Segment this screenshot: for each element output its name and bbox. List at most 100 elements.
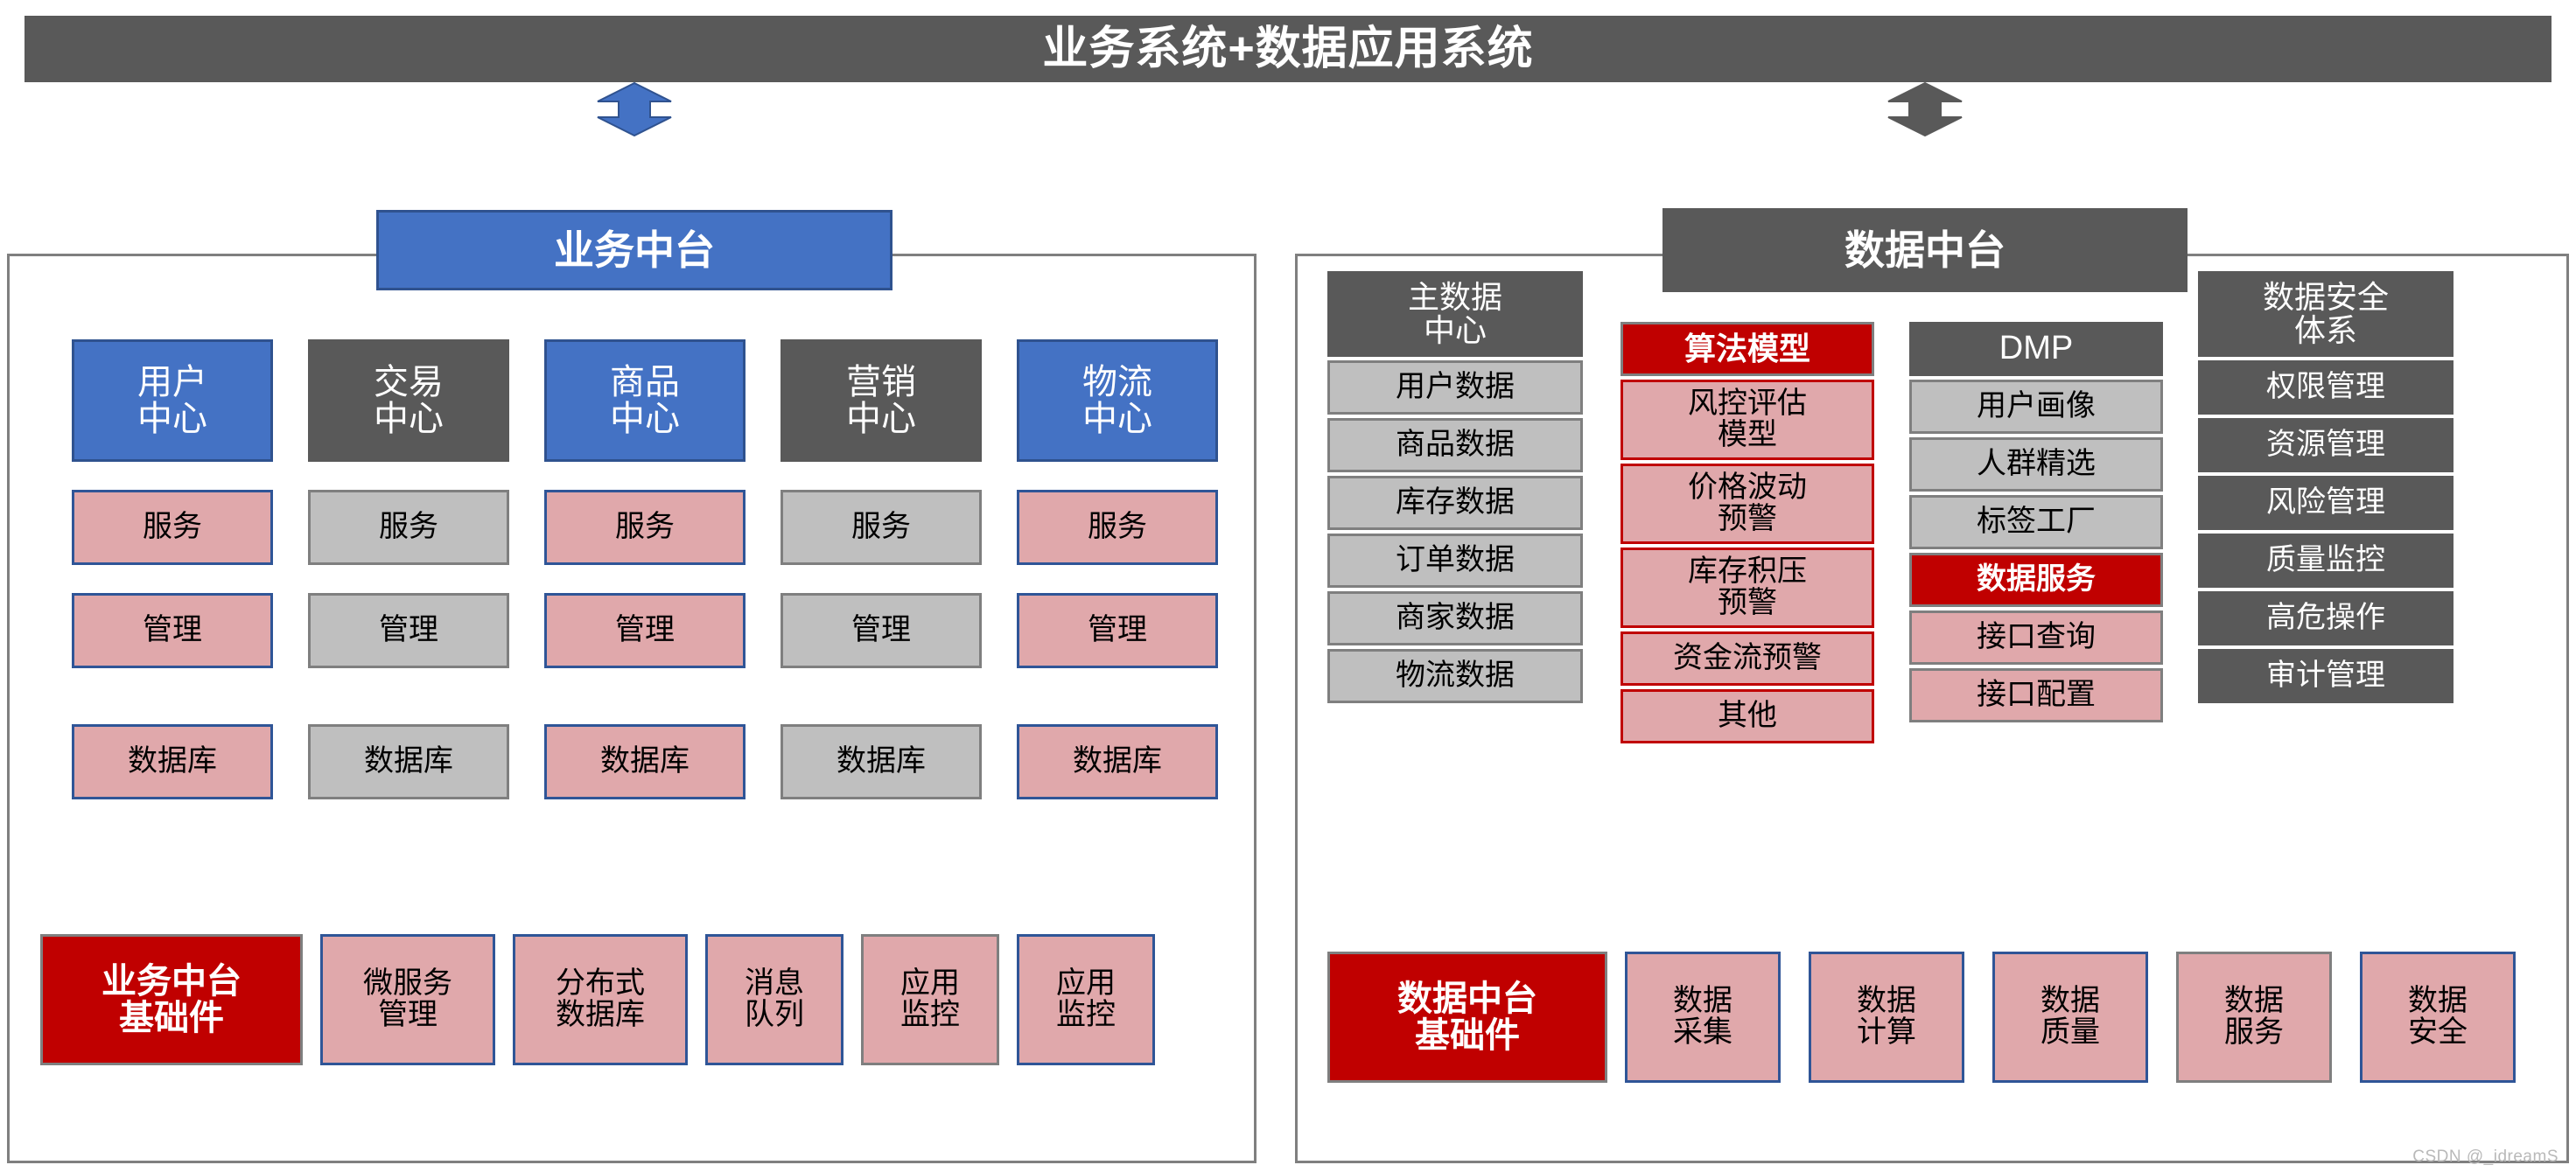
watermark: CSDN @_idreamS (2412, 1148, 2558, 1166)
dmp-item-user-profile[interactable]: 用户画像 (1909, 380, 2163, 434)
data-item-merchant-data[interactable]: 商家数据 (1327, 591, 1583, 645)
dmp-item-audience-selection[interactable]: 人群精选 (1909, 437, 2163, 492)
dmp-item-label: 标签工厂 (1977, 505, 2096, 539)
security-item-audit-management[interactable]: 审计管理 (2198, 649, 2454, 703)
layer-card-service-transaction[interactable]: 服务 (308, 490, 509, 565)
foundation-item-label: 数据 质量 (2040, 984, 2100, 1049)
data-item-label: 商家数据 (1396, 601, 1515, 635)
dmp-item-label: 接口查询 (1977, 620, 2096, 654)
layer-card-label: 数据库 (128, 744, 217, 778)
dmp-item-label: 接口配置 (1977, 678, 2096, 712)
layer-card-label: 数据库 (600, 744, 690, 778)
dmp-item-label: 人群精选 (1977, 447, 2096, 481)
layer-card-database-product[interactable]: 数据库 (544, 724, 746, 799)
center-card-transaction[interactable]: 交易 中心 (308, 339, 509, 462)
foundation-item-label: 消息 队列 (745, 966, 804, 1031)
data-platform-header: 数据中台 (1662, 208, 2188, 292)
dmp-item-interface-query[interactable]: 接口查询 (1909, 610, 2163, 665)
foundation-card-data-platform[interactable]: 数据中台 基础件 (1327, 952, 1607, 1083)
layer-card-service-logistics[interactable]: 服务 (1017, 490, 1218, 565)
layer-card-service-product[interactable]: 服务 (544, 490, 746, 565)
layer-card-service-user[interactable]: 服务 (72, 490, 273, 565)
foundation-item-data-service[interactable]: 数据 服务 (2176, 952, 2332, 1083)
foundation-card-business-platform[interactable]: 业务中台 基础件 (40, 934, 303, 1065)
dmp-item-label: 用户画像 (1977, 389, 2096, 423)
security-item-permission-management[interactable]: 权限管理 (2198, 360, 2454, 415)
layer-card-management-product[interactable]: 管理 (544, 593, 746, 668)
security-item-label: 风险管理 (2266, 485, 2385, 520)
algo-item-label: 其他 (1718, 699, 1777, 733)
layer-card-database-logistics[interactable]: 数据库 (1017, 724, 1218, 799)
foundation-card-data-platform-label: 数据中台 基础件 (1397, 980, 1537, 1055)
layer-card-label: 服务 (143, 510, 202, 544)
security-item-quality-monitoring[interactable]: 质量监控 (2198, 534, 2454, 588)
foundation-item-application-monitoring-2[interactable]: 应用 监控 (1017, 934, 1155, 1065)
data-item-label: 商品数据 (1396, 428, 1515, 462)
data-column-header-dmp[interactable]: DMP (1909, 322, 2163, 376)
layer-card-management-transaction[interactable]: 管理 (308, 593, 509, 668)
center-card-marketing[interactable]: 营销 中心 (780, 339, 982, 462)
layer-card-label: 管理 (1088, 613, 1147, 647)
security-item-resource-management[interactable]: 资源管理 (2198, 418, 2454, 472)
data-item-logistics-data[interactable]: 物流数据 (1327, 649, 1583, 703)
layer-card-management-user[interactable]: 管理 (72, 593, 273, 668)
top-banner: 业务系统+数据应用系统 (24, 16, 2552, 82)
security-item-label: 资源管理 (2266, 428, 2385, 462)
center-card-transaction-label: 交易 中心 (374, 363, 444, 438)
algo-item-other[interactable]: 其他 (1620, 689, 1874, 743)
foundation-item-message-queue[interactable]: 消息 队列 (705, 934, 844, 1065)
dmp-item-tag-factory[interactable]: 标签工厂 (1909, 495, 2163, 549)
layer-card-database-marketing[interactable]: 数据库 (780, 724, 982, 799)
data-column-header-data-security-system[interactable]: 数据安全 体系 (2198, 271, 2454, 357)
dmp-item-interface-config[interactable]: 接口配置 (1909, 668, 2163, 722)
layer-card-management-marketing[interactable]: 管理 (780, 593, 982, 668)
security-item-label: 质量监控 (2266, 543, 2385, 577)
dmp-item-data-service[interactable]: 数据服务 (1909, 553, 2163, 607)
foundation-item-data-security[interactable]: 数据 安全 (2360, 952, 2516, 1083)
layer-card-label: 管理 (379, 613, 438, 647)
foundation-item-data-collection[interactable]: 数据 采集 (1625, 952, 1781, 1083)
foundation-item-data-quality[interactable]: 数据 质量 (1992, 952, 2148, 1083)
layer-card-label: 管理 (143, 613, 202, 647)
layer-card-label: 服务 (851, 510, 911, 544)
business-platform-header: 业务中台 (376, 210, 892, 290)
data-item-user-data[interactable]: 用户数据 (1327, 360, 1583, 415)
algo-item-label: 价格波动 预警 (1688, 471, 1807, 535)
business-platform-header-label: 业务中台 (554, 227, 715, 273)
layer-card-database-user[interactable]: 数据库 (72, 724, 273, 799)
data-item-inventory-data[interactable]: 库存数据 (1327, 476, 1583, 530)
center-card-product[interactable]: 商品 中心 (544, 339, 746, 462)
data-column-header-algorithm-model[interactable]: 算法模型 (1620, 322, 1874, 376)
data-item-order-data[interactable]: 订单数据 (1327, 534, 1583, 588)
foundation-item-distributed-database[interactable]: 分布式 数据库 (513, 934, 688, 1065)
layer-card-label: 数据库 (836, 744, 926, 778)
security-item-risk-management[interactable]: 风险管理 (2198, 476, 2454, 530)
layer-card-management-logistics[interactable]: 管理 (1017, 593, 1218, 668)
security-item-high-risk-operation[interactable]: 高危操作 (2198, 591, 2454, 645)
layer-card-database-transaction[interactable]: 数据库 (308, 724, 509, 799)
algo-item-risk-assessment-model[interactable]: 风控评估 模型 (1620, 380, 1874, 460)
data-column-header-label: DMP (1998, 330, 2074, 367)
center-card-user-label: 用户 中心 (137, 363, 207, 438)
foundation-item-label: 数据 服务 (2224, 984, 2284, 1049)
page-title: 业务系统+数据应用系统 (1042, 24, 1534, 74)
foundation-item-microservice-management[interactable]: 微服务 管理 (320, 934, 495, 1065)
foundation-item-data-computation[interactable]: 数据 计算 (1809, 952, 1964, 1083)
dmp-item-label: 数据服务 (1977, 562, 2096, 596)
double-headed-arrow-gray-icon (1885, 82, 1965, 136)
algo-item-label: 风控评估 模型 (1688, 387, 1807, 451)
center-card-logistics[interactable]: 物流 中心 (1017, 339, 1218, 462)
data-item-product-data[interactable]: 商品数据 (1327, 418, 1583, 472)
center-card-marketing-label: 营销 中心 (846, 363, 916, 438)
layer-card-service-marketing[interactable]: 服务 (780, 490, 982, 565)
foundation-item-application-monitoring-1[interactable]: 应用 监控 (861, 934, 999, 1065)
foundation-item-label: 微服务 管理 (363, 966, 452, 1031)
data-item-label: 物流数据 (1396, 659, 1515, 693)
data-item-label: 用户数据 (1396, 370, 1515, 404)
center-card-user[interactable]: 用户 中心 (72, 339, 273, 462)
data-column-header-master-data-center[interactable]: 主数据 中心 (1327, 271, 1583, 357)
center-card-product-label: 商品 中心 (610, 363, 680, 438)
algo-item-cashflow-alert[interactable]: 资金流预警 (1620, 631, 1874, 686)
algo-item-inventory-backlog-alert[interactable]: 库存积压 预警 (1620, 548, 1874, 628)
algo-item-price-fluctuation-alert[interactable]: 价格波动 预警 (1620, 464, 1874, 544)
